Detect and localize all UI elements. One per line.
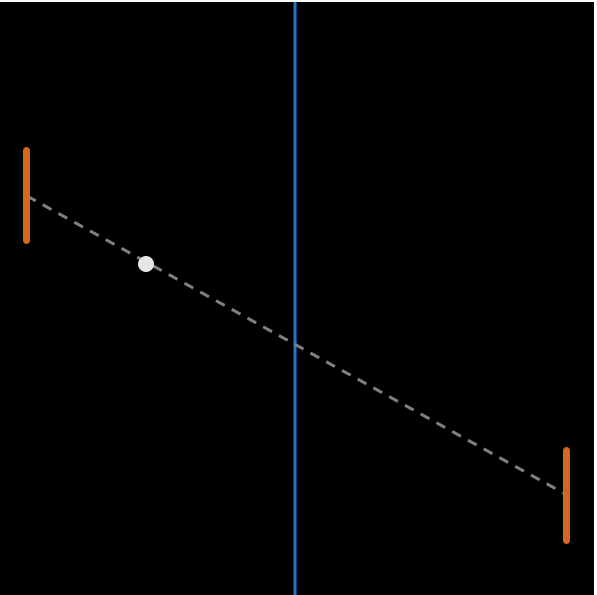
left-paddle[interactable] [23,147,30,244]
ball-trajectory-line [26,194,568,497]
ball [138,256,154,272]
right-paddle[interactable] [563,447,570,544]
